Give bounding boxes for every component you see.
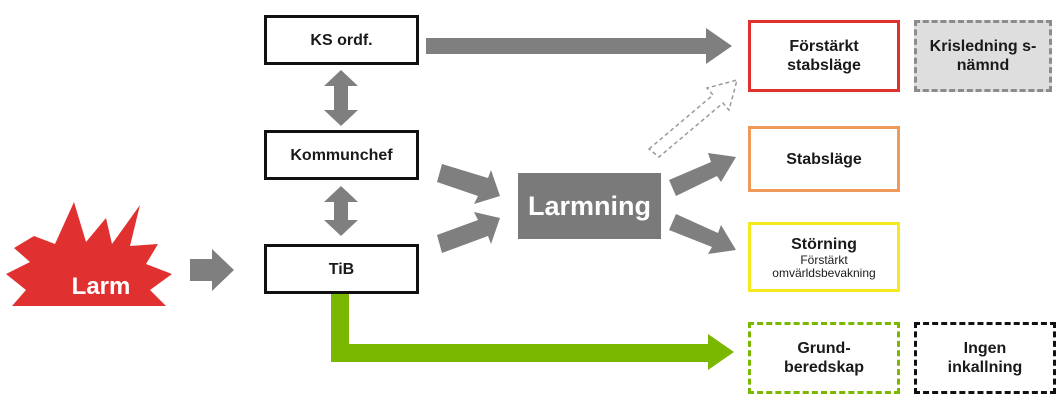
tib-label: TiB — [328, 260, 355, 278]
arrow-kommunchef-tib — [324, 186, 358, 236]
ingen-line2: inkallning — [947, 359, 1023, 376]
forstarkt-line2: stabsläge — [787, 57, 861, 74]
forstarkt-stabslage-box: Förstärkt stabsläge — [748, 20, 900, 92]
grund-line1: Grund- — [797, 340, 851, 357]
larmning-label: Larmning — [527, 190, 651, 221]
arrow-alarm-to-tib — [190, 249, 234, 291]
ingen-line1: Ingen — [963, 340, 1007, 357]
storning-box: Störning Förstärkt omvärldsbevakning — [748, 222, 900, 292]
tib-box: TiB — [264, 244, 419, 294]
arrow-larmning-to-stabslage — [669, 153, 736, 196]
grundberedskap-box: Grund- beredskap — [748, 322, 900, 394]
kris-line2: nämnd — [956, 57, 1010, 74]
kommunchef-label: Kommunchef — [290, 146, 393, 164]
grund-line2: beredskap — [783, 359, 865, 376]
kommunchef-box: Kommunchef — [264, 130, 419, 180]
storning-sub2: omvärldsbevakning — [772, 265, 876, 280]
arrow-ks-kommunchef — [324, 70, 358, 126]
forstarkt-line1: Förstärkt — [789, 38, 859, 55]
kris-line1: Krisledning s- — [929, 38, 1037, 55]
stabslage-box: Stabsläge — [748, 126, 900, 192]
storning-label: Störning — [791, 235, 857, 253]
ks-ordf-label: KS ordf. — [310, 31, 373, 49]
alarm-burst-shape — [6, 202, 172, 306]
arrow-ks-to-forstarkt — [426, 28, 732, 64]
arrow-tib-to-larmning — [437, 212, 500, 253]
arrow-kommunchef-to-larmning — [437, 164, 500, 204]
arrow-dashed-to-forstarkt — [647, 78, 739, 158]
arrow-tib-to-grundberedskap — [331, 294, 734, 370]
larmning-box: Larmning — [518, 173, 661, 239]
stabslage-label: Stabsläge — [786, 150, 862, 168]
storning-sub1: Förstärkt — [800, 252, 848, 267]
ks-ordf-box: KS ordf. — [264, 15, 419, 65]
alarm-label: Larm — [71, 273, 131, 300]
krisledningsnamnd-box: Krisledning s- nämnd — [914, 20, 1052, 92]
ingen-inkallning-box: Ingen inkallning — [914, 322, 1056, 394]
arrow-larmning-to-storning — [669, 214, 736, 254]
